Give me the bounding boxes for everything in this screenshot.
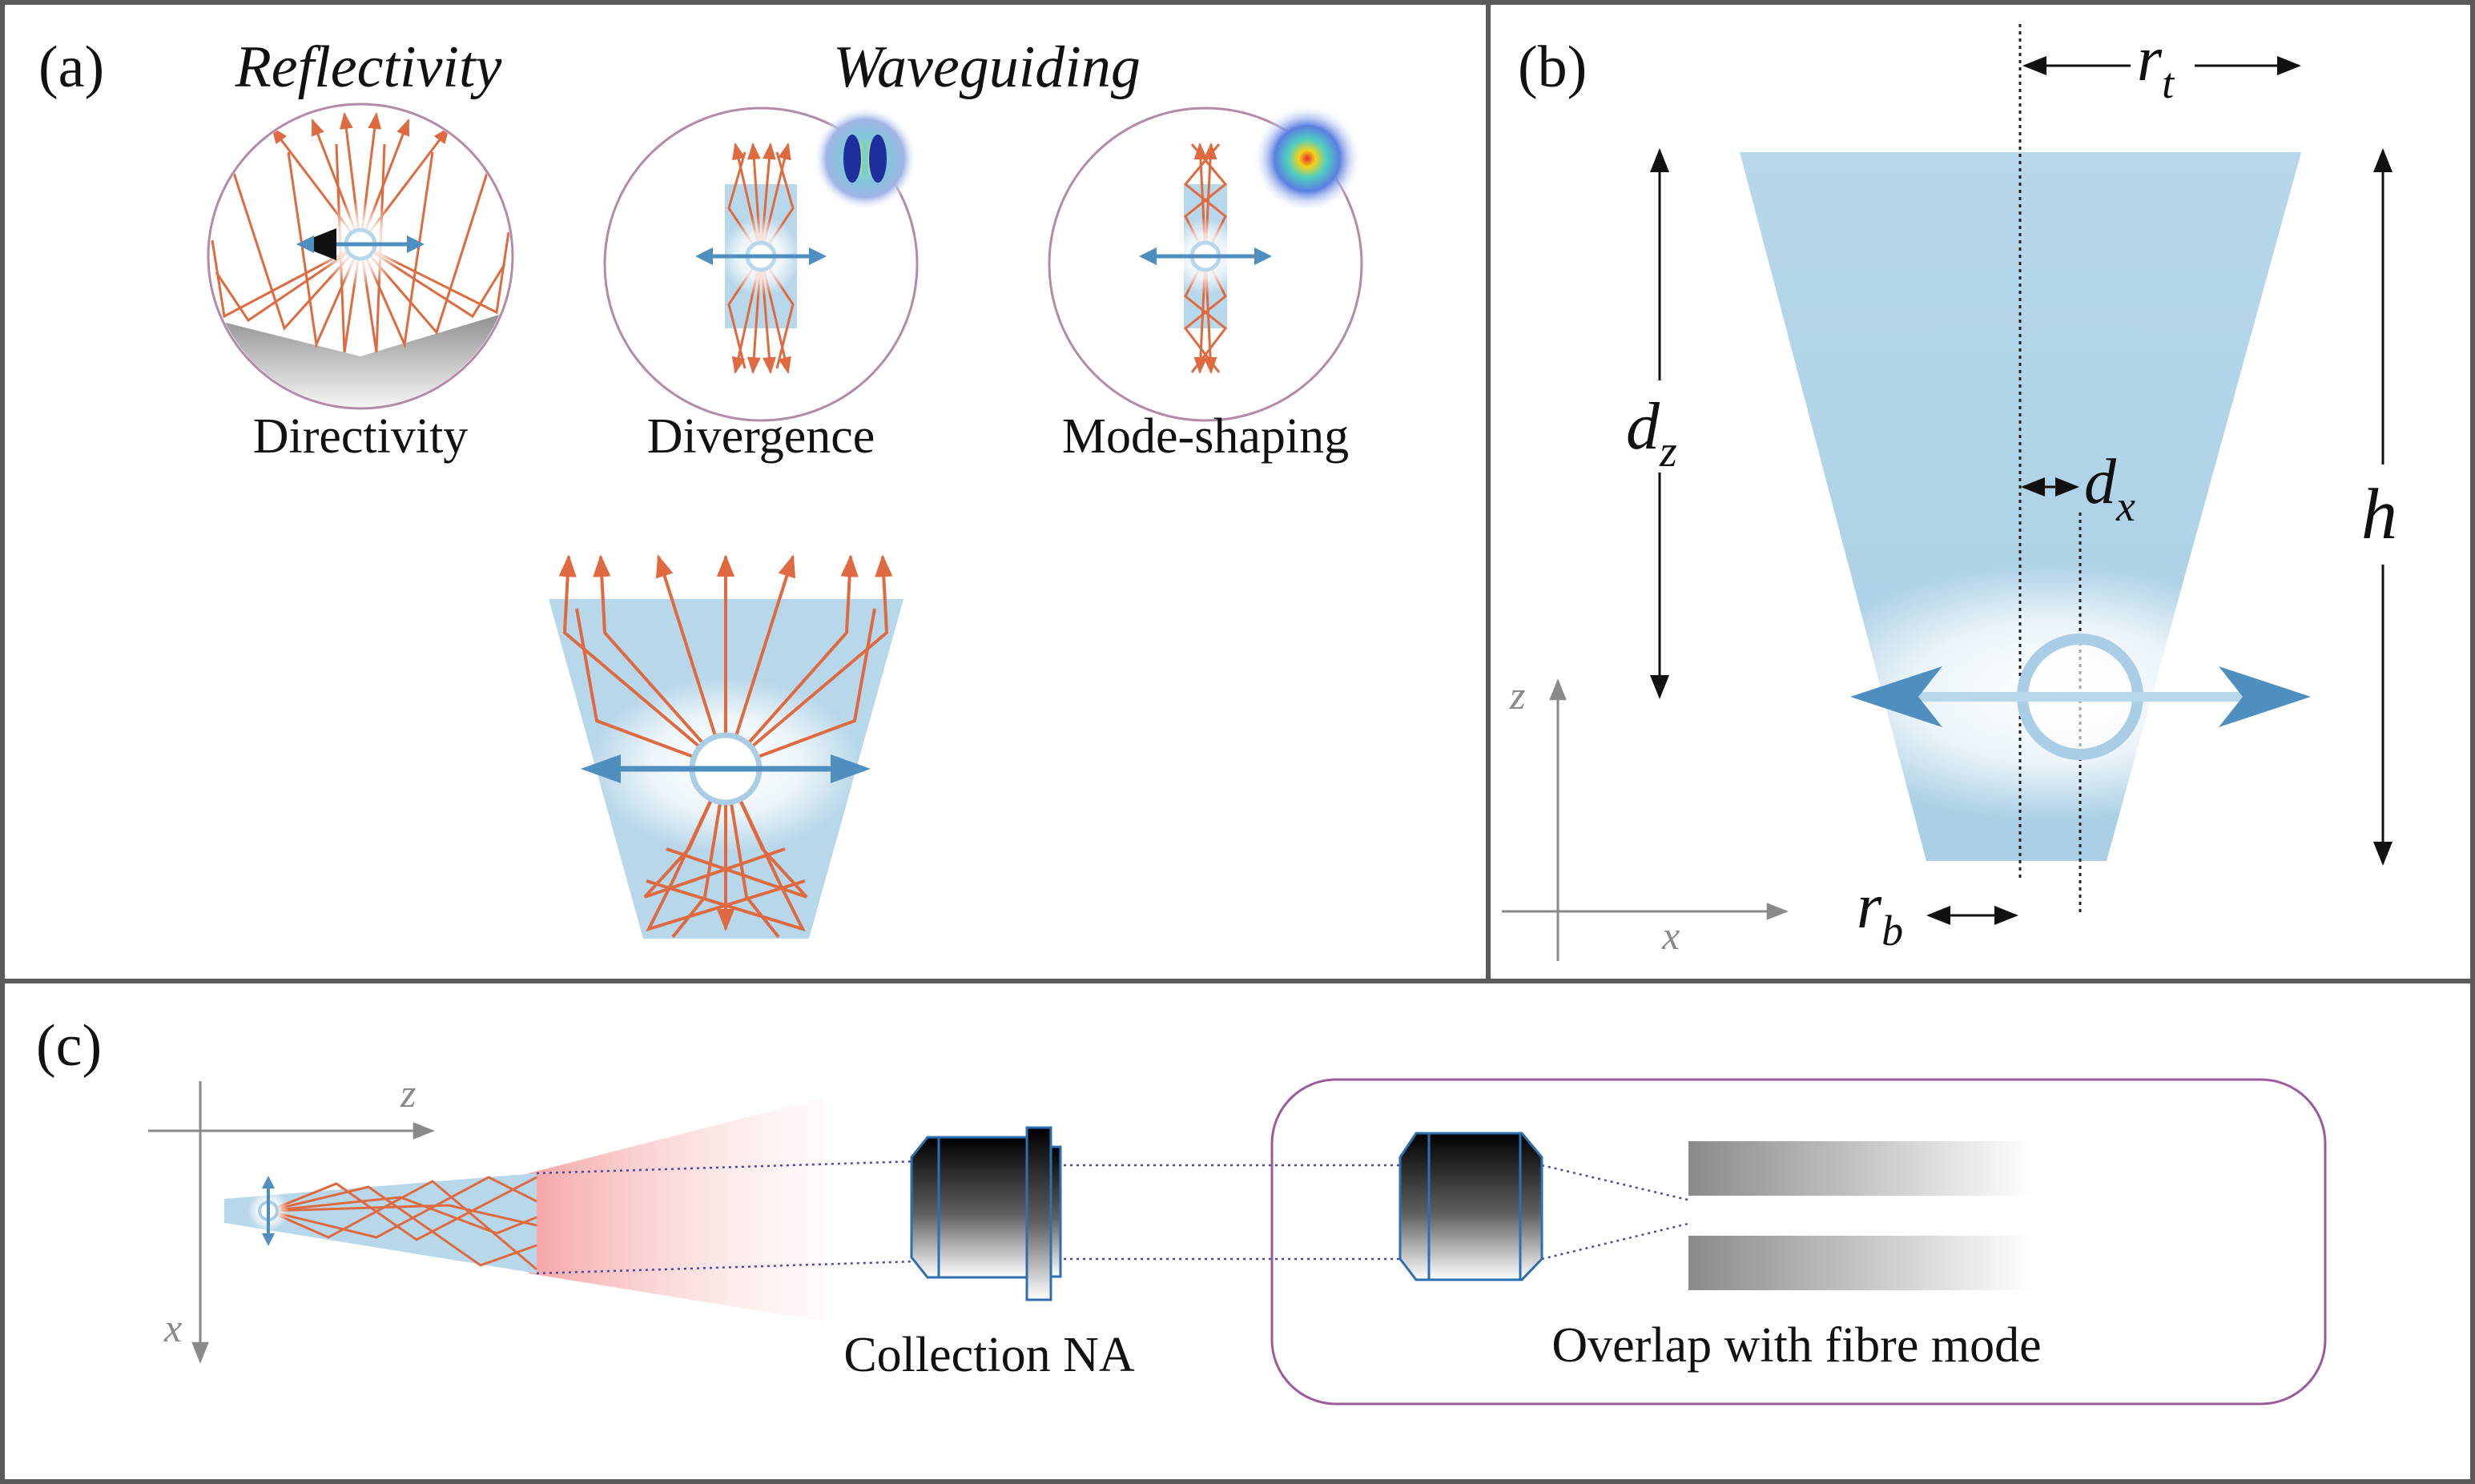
directivity-diagram	[207, 103, 514, 410]
emission-cone	[529, 1097, 825, 1321]
axis-x-label: x	[1661, 913, 1680, 958]
heading-waveguiding: Waveguiding	[833, 34, 1141, 100]
panel-c-label: (c)	[36, 1013, 102, 1079]
caption-directivity: Directivity	[253, 409, 469, 464]
caption-divergence: Divergence	[647, 409, 875, 464]
label-d-x: dx	[2084, 447, 2135, 530]
mode-profile-single	[1253, 104, 1362, 213]
label-r-t: rt	[2137, 24, 2175, 107]
panel-a-label: (a)	[38, 34, 104, 100]
axis-z-label: z	[1509, 673, 1525, 718]
axis-x-label-c: x	[163, 1305, 182, 1350]
fibre-cladding-top	[1688, 1141, 2033, 1196]
caption-overlap: Overlap with fibre mode	[1551, 1318, 2041, 1373]
panel-a: (a) Reflectivity Waveguiding	[38, 34, 1363, 939]
panel-b-label: (b)	[1518, 34, 1587, 100]
panel-c: (c) z x	[36, 1013, 2327, 1406]
combined-taper-diagram	[549, 554, 903, 939]
fibre-coupling-box	[1270, 1078, 2327, 1406]
caption-mode-shaping: Mode-shaping	[1062, 409, 1349, 464]
mode-shaping-diagram	[1048, 104, 1363, 422]
horizontal-rays	[268, 1176, 537, 1271]
panel-c-frame	[0, 979, 2475, 1484]
caption-collection-na: Collection NA	[843, 1328, 1135, 1382]
mode-profile-double	[813, 107, 917, 211]
collection-objective	[910, 1126, 1062, 1301]
fibre-core	[1688, 1196, 2033, 1236]
panel-b: (b) rt dz dx h rb z x	[1502, 24, 2397, 961]
label-r-b: rb	[1857, 871, 1903, 955]
dipole-arrow-left	[1850, 666, 1942, 727]
axis-z-label-c: z	[400, 1071, 416, 1116]
optical-fibre	[1688, 1141, 2033, 1290]
coupling-objective	[1398, 1132, 1543, 1281]
fibre-cladding-bottom	[1688, 1236, 2033, 1290]
heading-reflectivity: Reflectivity	[235, 34, 502, 100]
dipole-arrow-right	[2219, 666, 2311, 727]
horizontal-taper	[224, 1173, 537, 1273]
divergence-diagram	[603, 107, 919, 422]
label-h: h	[2361, 475, 2397, 554]
label-d-z: dz	[1626, 389, 1677, 477]
